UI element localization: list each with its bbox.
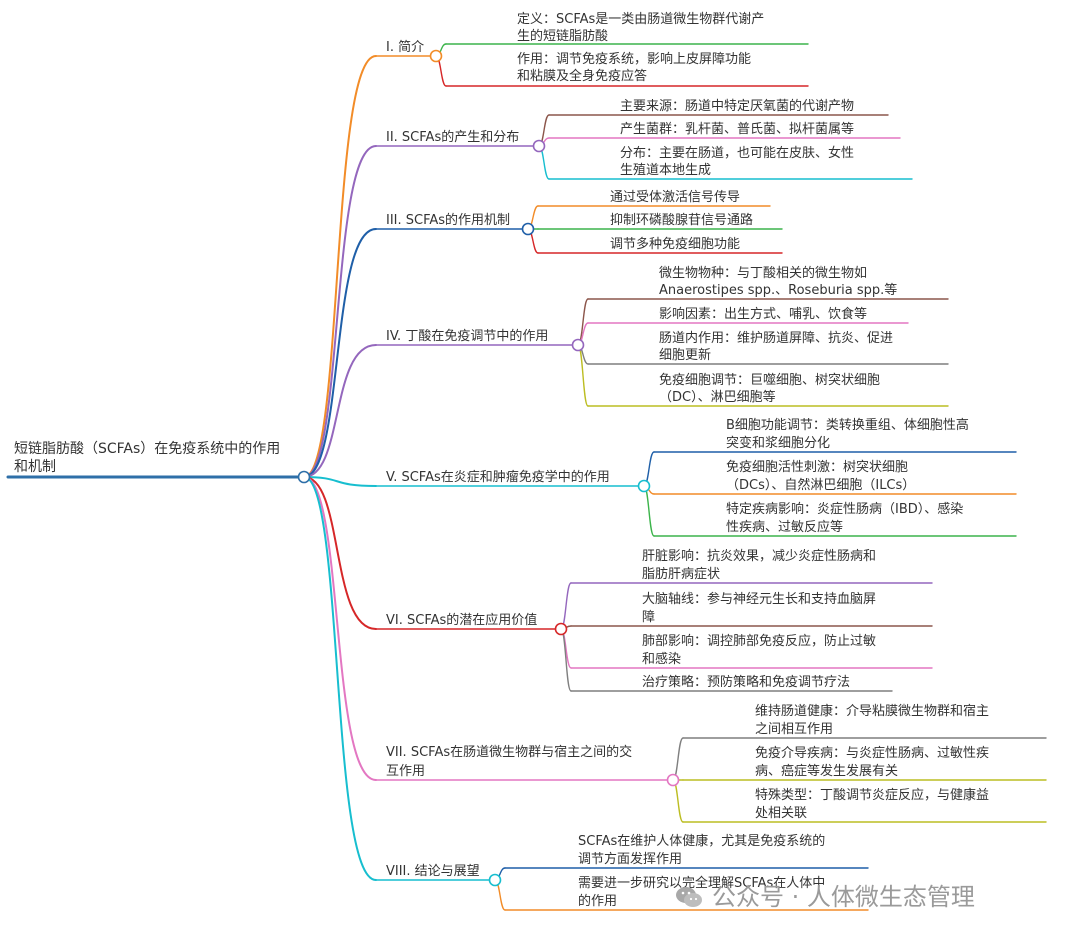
wechat-icon bbox=[676, 887, 702, 907]
leaf-2-2-line-1[interactable]: 产生菌群：乳杆菌、普氏菌、拟杆菌属等 bbox=[620, 122, 855, 137]
branch-node-3[interactable] bbox=[521, 222, 535, 236]
leaf-1-1-line-1[interactable]: 定义：SCFAs是一类由肠道微生物群代谢产 bbox=[517, 12, 765, 27]
leaf-7-3-line-1[interactable]: 特殊类型：丁酸调节炎症反应，与健康益 bbox=[755, 788, 990, 803]
leaf-8-2-line-1[interactable]: 需要进一步研究以完全理解SCFAs在人体中 bbox=[578, 876, 826, 891]
branch-label-3[interactable]: III. SCFAs的作用机制 bbox=[386, 213, 511, 228]
branch-label-7-line-2[interactable]: 互作用 bbox=[386, 764, 426, 779]
branch-label-4[interactable]: IV. 丁酸在免疫调节中的作用 bbox=[386, 329, 549, 344]
branch-label-2[interactable]: II. SCFAs的产生和分布 bbox=[386, 130, 520, 145]
leaf-3-1-line-1[interactable]: 通过受体激活信号传导 bbox=[610, 190, 741, 205]
leaf-8-1-line-1[interactable]: SCFAs在维护人体健康，尤其是免疫系统的 bbox=[578, 834, 826, 849]
root-node[interactable] bbox=[297, 470, 311, 484]
leaf-connector-6-1 bbox=[560, 582, 572, 630]
leaf-4-4-line-2[interactable]: （DC）、淋巴细胞等 bbox=[659, 390, 776, 405]
leaf-4-3-line-2[interactable]: 细胞更新 bbox=[659, 348, 712, 363]
leaf-3-2-line-1[interactable]: 抑制环磷酸腺苷信号通路 bbox=[610, 213, 754, 228]
leaf-2-3-line-1[interactable]: 分布：主要在肠道，也可能在皮肤、女性 bbox=[620, 146, 855, 161]
leaf-1-2-line-1[interactable]: 作用：调节免疫系统，影响上皮屏障功能 bbox=[517, 52, 752, 67]
leaf-connector-6-4 bbox=[560, 628, 572, 692]
branch-node-4[interactable] bbox=[571, 338, 585, 352]
leaf-5-1-line-2[interactable]: 突变和浆细胞分化 bbox=[726, 436, 831, 451]
leaf-1-1-line-2[interactable]: 生的短链脂肪酸 bbox=[517, 29, 609, 44]
branch-connector-8 bbox=[303, 476, 377, 881]
branch-connector-1 bbox=[303, 55, 377, 478]
leaf-connector-7-3 bbox=[672, 779, 684, 823]
leaf-4-1-line-2[interactable]: Anaerostipes spp.、Roseburia spp.等 bbox=[659, 283, 898, 298]
branch-node-8[interactable] bbox=[488, 873, 502, 887]
leaf-4-1-line-1[interactable]: 微生物物种：与丁酸相关的微生物如 bbox=[659, 266, 868, 281]
branch-node-5[interactable] bbox=[637, 479, 651, 493]
leaf-6-2-line-2[interactable]: 障 bbox=[642, 610, 656, 625]
leaf-6-3-line-1[interactable]: 肺部影响：调控肺部免疫反应，防止过敏 bbox=[642, 634, 877, 649]
leaf-3-3-line-1[interactable]: 调节多种免疫细胞功能 bbox=[610, 237, 741, 252]
leaf-2-1-line-1[interactable]: 主要来源：肠道中特定厌氧菌的代谢产物 bbox=[620, 99, 855, 114]
leaf-7-3-line-2[interactable]: 处相关联 bbox=[755, 806, 808, 821]
branch-node-6[interactable] bbox=[554, 622, 568, 636]
branch-connector-7 bbox=[303, 476, 377, 781]
leaf-6-3-line-2[interactable]: 和感染 bbox=[642, 652, 682, 667]
leaf-8-2-line-2[interactable]: 的作用 bbox=[578, 894, 618, 909]
leaf-4-2-line-1[interactable]: 影响因素：出生方式、哺乳、饮食等 bbox=[659, 307, 868, 322]
leaf-7-2-line-1[interactable]: 免疫介导疾病：与炎症性肠病、过敏性疾 bbox=[755, 746, 990, 761]
leaf-8-1-line-2[interactable]: 调节方面发挥作用 bbox=[578, 852, 683, 867]
branch-connector-2 bbox=[303, 145, 377, 478]
leaf-5-3-line-1[interactable]: 特定疾病影响：炎症性肠病（IBD）、感染 bbox=[726, 502, 964, 517]
leaf-5-2-line-2[interactable]: （DCs）、自然淋巴细胞（ILCs） bbox=[726, 478, 916, 493]
branch-connector-5 bbox=[303, 476, 377, 487]
branch-node-7[interactable] bbox=[666, 773, 680, 787]
leaf-6-2-line-1[interactable]: 大脑轴线：参与神经元生长和支持血脑屏 bbox=[642, 592, 877, 607]
leaf-connector-4-1 bbox=[577, 298, 589, 346]
branch-connector-4 bbox=[303, 344, 377, 478]
watermark-text: 公众号 · 人体微生态管理 bbox=[712, 883, 975, 911]
branch-node-2[interactable] bbox=[532, 139, 546, 153]
leaf-4-3-line-1[interactable]: 肠道内作用：维护肠道屏障、抗炎、促进 bbox=[659, 331, 894, 346]
branch-label-5[interactable]: V. SCFAs在炎症和肿瘤免疫学中的作用 bbox=[386, 470, 610, 485]
branch-label-8[interactable]: VIII. 结论与展望 bbox=[386, 864, 480, 879]
leaf-connector-7-1 bbox=[672, 737, 684, 781]
leaf-6-1-line-2[interactable]: 脂肪肝病症状 bbox=[642, 567, 721, 582]
branch-label-1[interactable]: I. 简介 bbox=[386, 40, 425, 55]
leaf-5-1-line-1[interactable]: B细胞功能调节：类转换重组、体细胞性高 bbox=[726, 418, 969, 433]
leaf-6-4-line-1[interactable]: 治疗策略：预防策略和免疫调节疗法 bbox=[642, 675, 851, 690]
leaf-4-4-line-1[interactable]: 免疫细胞调节：巨噬细胞、树突状细胞 bbox=[659, 373, 881, 388]
branch-label-6[interactable]: VI. SCFAs的潜在应用价值 bbox=[386, 613, 538, 628]
leaf-1-2-line-2[interactable]: 和粘膜及全身免疫应答 bbox=[517, 69, 648, 84]
leaf-7-1-line-1[interactable]: 维持肠道健康：介导粘膜微生物群和宿主 bbox=[755, 704, 990, 719]
leaf-5-2-line-1[interactable]: 免疫细胞活性刺激：树突状细胞 bbox=[726, 460, 909, 475]
root-title-line-2[interactable]: 和机制 bbox=[14, 459, 56, 475]
leaf-2-3-line-2[interactable]: 生殖道本地生成 bbox=[620, 163, 712, 178]
leaf-7-1-line-2[interactable]: 之间相互作用 bbox=[755, 722, 834, 737]
leaf-7-2-line-2[interactable]: 病、癌症等发生发展有关 bbox=[755, 764, 899, 779]
branch-label-7-line-1[interactable]: VII. SCFAs在肠道微生物群与宿主之间的交 bbox=[386, 745, 633, 760]
leaf-5-3-line-2[interactable]: 性疾病、过敏反应等 bbox=[726, 520, 844, 535]
branch-node-1[interactable] bbox=[429, 49, 443, 63]
branch-connector-6 bbox=[303, 476, 377, 630]
watermark: 公众号 · 人体微生态管理 bbox=[674, 880, 975, 914]
root-title-line-1[interactable]: 短链脂肪酸（SCFAs）在免疫系统中的作用 bbox=[14, 441, 281, 457]
leaf-6-1-line-1[interactable]: 肝脏影响：抗炎效果，减少炎症性肠病和 bbox=[642, 549, 877, 564]
branch-connector-3 bbox=[303, 228, 377, 478]
